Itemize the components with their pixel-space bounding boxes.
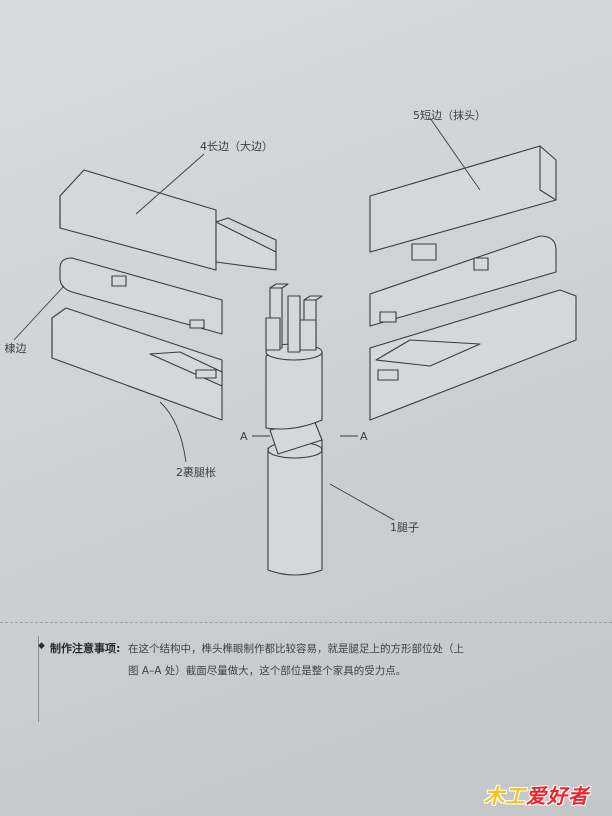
leg-piece xyxy=(265,283,323,576)
wrap-stretcher-piece xyxy=(51,307,223,421)
label-part-1: 1腿子 xyxy=(390,521,419,534)
section-a-right: A xyxy=(360,430,368,443)
note-box xyxy=(38,636,612,722)
label-part-3: 3 棣边 xyxy=(0,342,27,355)
leader-lines xyxy=(13,117,481,521)
label-part-2: 2裹腿枨 xyxy=(176,466,216,479)
note-bullet-icon: ◆ xyxy=(38,641,45,651)
short-edge-piece xyxy=(369,145,557,261)
note-title: 制作注意事项: xyxy=(50,642,121,655)
note-line-1: 在这个结构中，榫头榫眼制作都比较容易，就是腿足上的方形部位处（上 xyxy=(128,643,464,655)
label-part-5: 5短边（抹头） xyxy=(413,109,486,122)
side-rail-piece xyxy=(59,257,223,335)
watermark-logo: 木工爱好者 xyxy=(484,780,589,809)
note-divider xyxy=(0,622,612,623)
section-a-left: A xyxy=(240,430,248,443)
note-line-2: 图 A–A 处）截面尽量做大，这个部位是整个家具的受力点。 xyxy=(128,665,407,677)
watermark-part-1: 木工 xyxy=(484,784,526,808)
right-side-rail-piece xyxy=(369,235,557,327)
label-part-4: 4长边（大边） xyxy=(200,140,273,153)
watermark-part-2: 爱好者 xyxy=(526,784,589,808)
right-stretcher-piece xyxy=(369,289,577,421)
long-edge-piece xyxy=(59,169,277,271)
